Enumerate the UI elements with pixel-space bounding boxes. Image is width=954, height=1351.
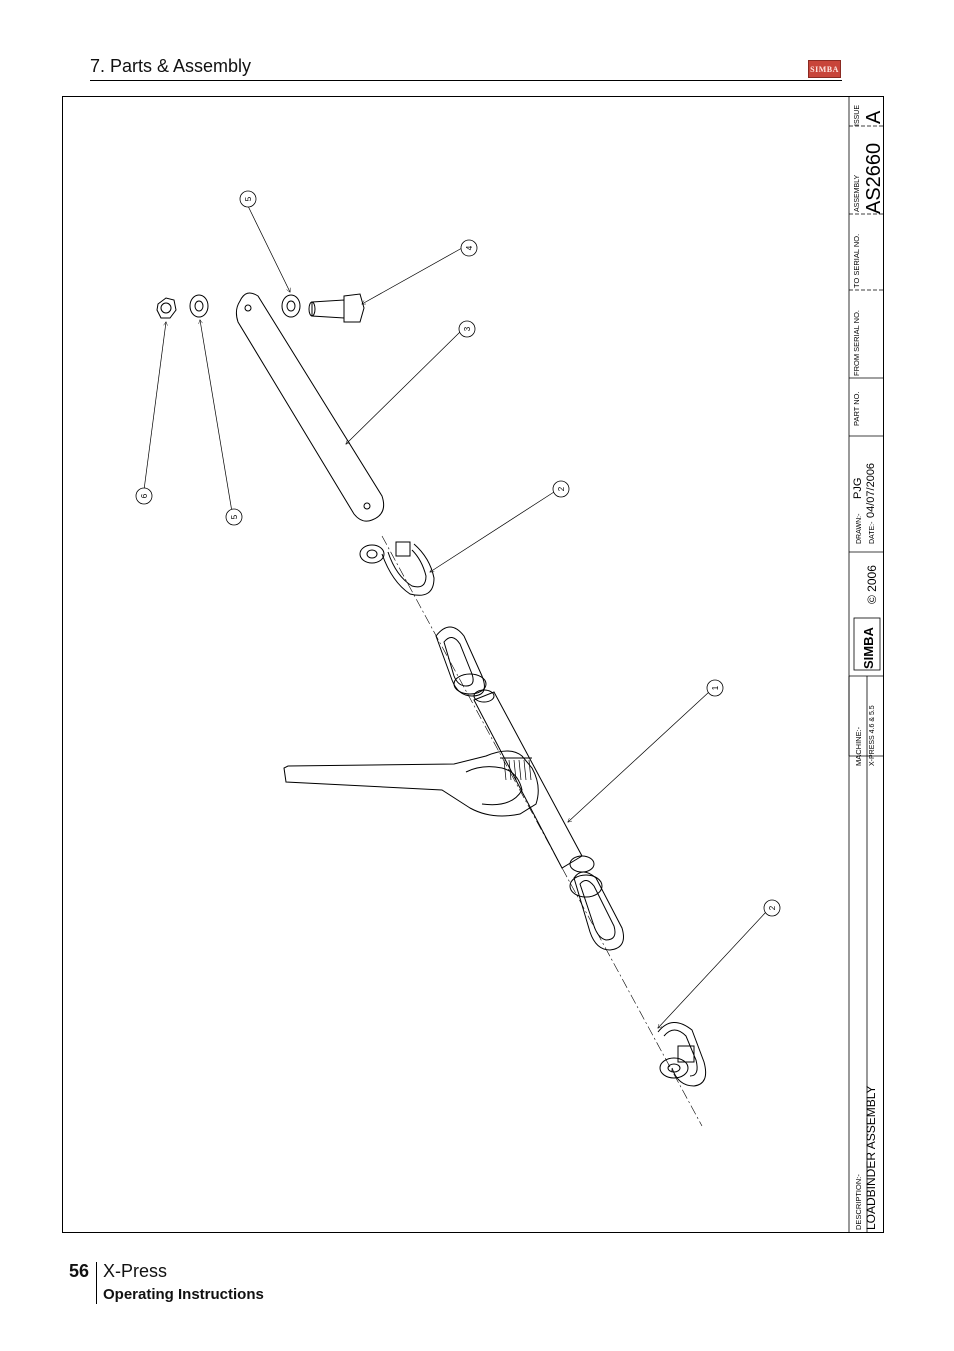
binder-body [473, 689, 583, 869]
exploded-drawing: ISSUE A ASSEMBLY AS2660 TO SERIAL NO. FR… [135, 96, 884, 1233]
title-block-logo: SIMBA [853, 617, 881, 671]
upper-chain-link [435, 626, 487, 697]
callout-label: 2 [557, 486, 566, 491]
header-rule [90, 80, 842, 81]
binder-handle [283, 750, 539, 817]
callout-2-upper: 2 [552, 480, 570, 498]
callout-balloons: 5 4 3 6 5 2 1 2 [135, 190, 781, 917]
date-value: 04/07/2006 [865, 463, 877, 518]
lower-chain-link [569, 855, 624, 951]
section-title: 7. Parts & Assembly [90, 56, 252, 76]
washer-right [281, 294, 301, 318]
machine-value: X-PRESS 4.6 & 5.5 [869, 705, 876, 766]
description-label: DESCRIPTION:- [854, 1174, 863, 1230]
callout-5-top: 5 [239, 190, 257, 208]
issue-label: ISSUE [854, 105, 861, 126]
title-block-text: ISSUE A ASSEMBLY AS2660 TO SERIAL NO. FR… [852, 105, 884, 1230]
logo-text: SIMBA [810, 64, 839, 74]
from-serial-label: FROM SERIAL NO. [852, 310, 861, 376]
centre-line [381, 535, 703, 1127]
simba-logo: SIMBA [808, 60, 841, 78]
document-subtitle: Operating Instructions [103, 1286, 264, 1303]
footer-rule [96, 1262, 97, 1304]
page-number: 56 [69, 1261, 90, 1281]
callout-label: 1 [711, 685, 720, 690]
lock-nut [156, 297, 177, 319]
callout-label: 3 [463, 326, 472, 331]
leader-lines [143, 205, 767, 1028]
link-arm [235, 292, 385, 522]
washer-left [189, 294, 209, 318]
callout-2-lower: 2 [763, 899, 781, 917]
callout-label: 4 [465, 245, 474, 250]
title-block [848, 96, 884, 1233]
callout-5-bottom: 5 [225, 508, 243, 526]
assembly-label: ASSEMBLY [854, 174, 861, 212]
upper-shackle [359, 541, 435, 596]
copyright: © 2006 [865, 565, 879, 604]
callout-6: 6 [135, 487, 153, 505]
callout-label: 6 [140, 493, 149, 498]
lower-shackle [657, 1022, 707, 1087]
product-name: X-Press [103, 1261, 168, 1281]
callout-4: 4 [460, 239, 478, 257]
assembly-value: AS2660 [863, 143, 884, 214]
machine-label: MACHINE:- [854, 726, 863, 766]
issue-value: A [863, 110, 884, 124]
callout-1: 1 [706, 679, 724, 697]
to-serial-label: TO SERIAL NO. [852, 234, 861, 288]
callout-3: 3 [458, 320, 476, 338]
drawn-value: PJG [852, 478, 864, 499]
pivot-pin [308, 293, 365, 323]
date-label: DATE:- [869, 521, 876, 544]
drawn-label: DRAWN:- [856, 513, 863, 544]
callout-label: 5 [230, 514, 239, 519]
callout-label: 2 [768, 905, 777, 910]
title-block-brand: SIMBA [861, 627, 876, 670]
callout-label: 5 [244, 196, 253, 201]
drawing-frame [62, 96, 884, 1233]
description-value: LOADBINDER ASSEMBLY [864, 1086, 878, 1231]
part-no-label: PART NO. [852, 391, 861, 426]
